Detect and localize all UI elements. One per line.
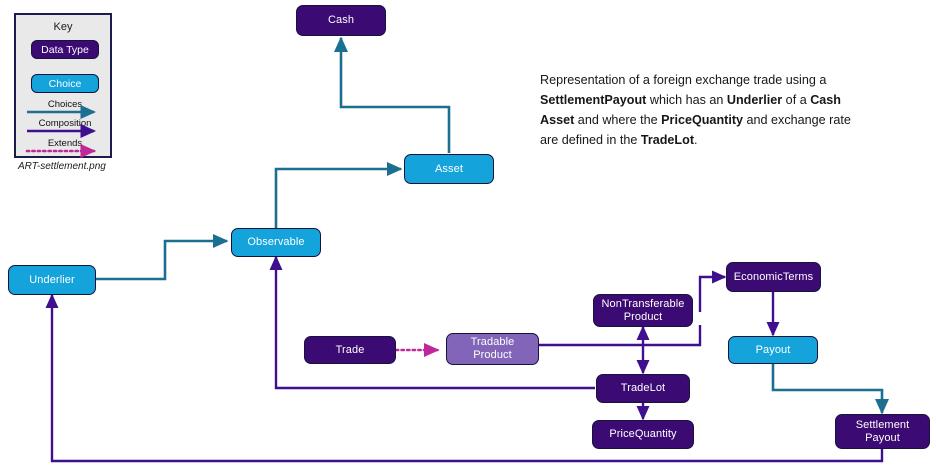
node-economicterms[interactable]: EconomicTerms	[726, 262, 821, 292]
edge-payout-settlementpayout	[771, 364, 890, 415]
key-caption: ART-settlement.png	[18, 161, 106, 172]
node-trade[interactable]: Trade	[304, 336, 396, 364]
description-term-settlementpayout: SettlementPayout	[540, 93, 647, 107]
key-legend-label-extends: Extends	[47, 138, 83, 149]
description-part-2: which has an	[646, 93, 727, 107]
node-asset[interactable]: Asset	[404, 154, 494, 184]
edge-underlier-observable	[96, 233, 229, 281]
node-observable[interactable]: Observable	[231, 228, 321, 257]
key-title: Key	[53, 21, 73, 33]
edge-settlementpayout-underlier	[45, 293, 884, 463]
node-pricequantity[interactable]: PriceQuantity	[592, 420, 694, 449]
description-part-6: .	[694, 133, 698, 147]
description-part-1: Representation of a foreign exchange tra…	[540, 73, 827, 87]
node-cash[interactable]: Cash	[296, 5, 386, 36]
edge-asset-cash	[333, 36, 451, 153]
key-arrow-icons	[25, 104, 97, 159]
description-part-3: of a	[782, 93, 811, 107]
description-text: Representation of a foreign exchange tra…	[540, 70, 870, 150]
description-term-underlier: Underlier	[726, 93, 783, 107]
description-part-5: and exchange rate are defined in the	[540, 113, 851, 147]
key-chip-data-type: Data Type	[31, 40, 99, 59]
key-panel: Key Data Type Choice Choices Composition…	[14, 13, 112, 159]
node-nontransferableproduct[interactable]: NonTransferable Product	[593, 294, 693, 327]
description-term-tradelot: TradeLot	[640, 133, 695, 147]
edge-observable-asset	[274, 161, 403, 228]
key-chip-choice: Choice	[31, 74, 99, 93]
node-tradableproduct[interactable]: Tradable Product	[446, 333, 539, 365]
edge-nontransferable-economicterms	[698, 270, 727, 312]
node-tradelot[interactable]: TradeLot	[596, 374, 690, 403]
node-settlementpayout[interactable]: Settlement Payout	[835, 414, 930, 449]
node-payout[interactable]: Payout	[728, 336, 818, 364]
edge-tradelot-observable	[269, 255, 595, 390]
description-term-pricequantity: PriceQuantity	[661, 113, 744, 127]
edge-tradableproduct-nontransferable	[539, 325, 702, 347]
key-legend-label-composition: Composition	[38, 118, 92, 129]
node-underlier[interactable]: Underlier	[8, 265, 96, 295]
description-term-cash-asset: Cash Asset	[540, 93, 841, 127]
key-legend-label-choices: Choices	[47, 99, 83, 110]
description-part-4: and where the	[574, 113, 662, 127]
